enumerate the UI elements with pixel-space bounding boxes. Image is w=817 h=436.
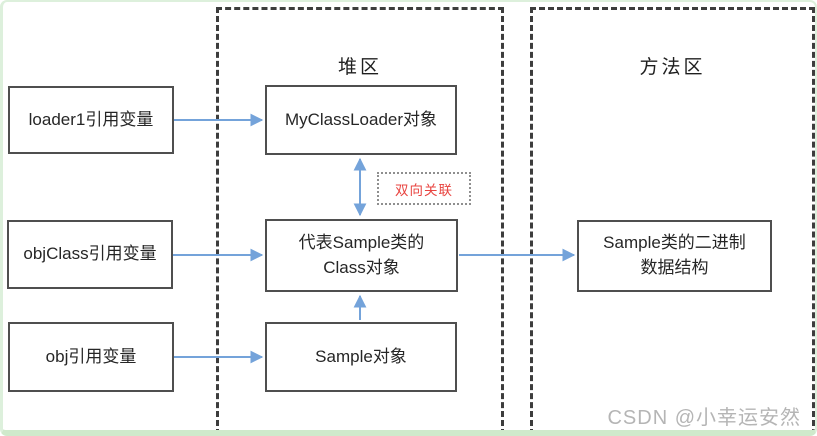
box-sample-class-object: 代表Sample类的 Class对象 (265, 219, 458, 292)
box-sample-binary-data: Sample类的二进制 数据结构 (577, 220, 772, 292)
heap-region-label: 堆区 (337, 57, 382, 78)
box-sample-object-label: Sample对象 (315, 346, 407, 366)
box-sample-binary-label-line1: Sample类的二进制 (603, 233, 746, 253)
box-objclass-reference: objClass引用变量 (7, 220, 173, 289)
box-obj-label: obj引用变量 (45, 346, 137, 366)
box-loader1-reference: loader1引用变量 (8, 86, 174, 154)
box-sample-class-label-line1: 代表Sample类的 (298, 232, 425, 252)
box-myclassloader-label: MyClassLoader对象 (284, 109, 438, 129)
box-obj-reference: obj引用变量 (8, 322, 174, 392)
bidirectional-association-label: 双向关联 (377, 172, 471, 205)
method-area-region: 方法区 (530, 7, 815, 430)
box-loader1-label: loader1引用变量 (28, 109, 154, 129)
box-objclass-label: objClass引用变量 (23, 244, 157, 264)
box-sample-binary-label-line2: 数据结构 (640, 258, 709, 277)
csdn-watermark: CSDN @小幸运安然 (607, 407, 801, 429)
box-sample-object: Sample对象 (265, 322, 457, 392)
method-area-label: 方法区 (639, 57, 706, 78)
box-sample-class-label-line2: Class对象 (323, 257, 400, 277)
box-myclassloader-object: MyClassLoader对象 (265, 85, 457, 155)
heap-region: 堆区 (216, 7, 504, 430)
